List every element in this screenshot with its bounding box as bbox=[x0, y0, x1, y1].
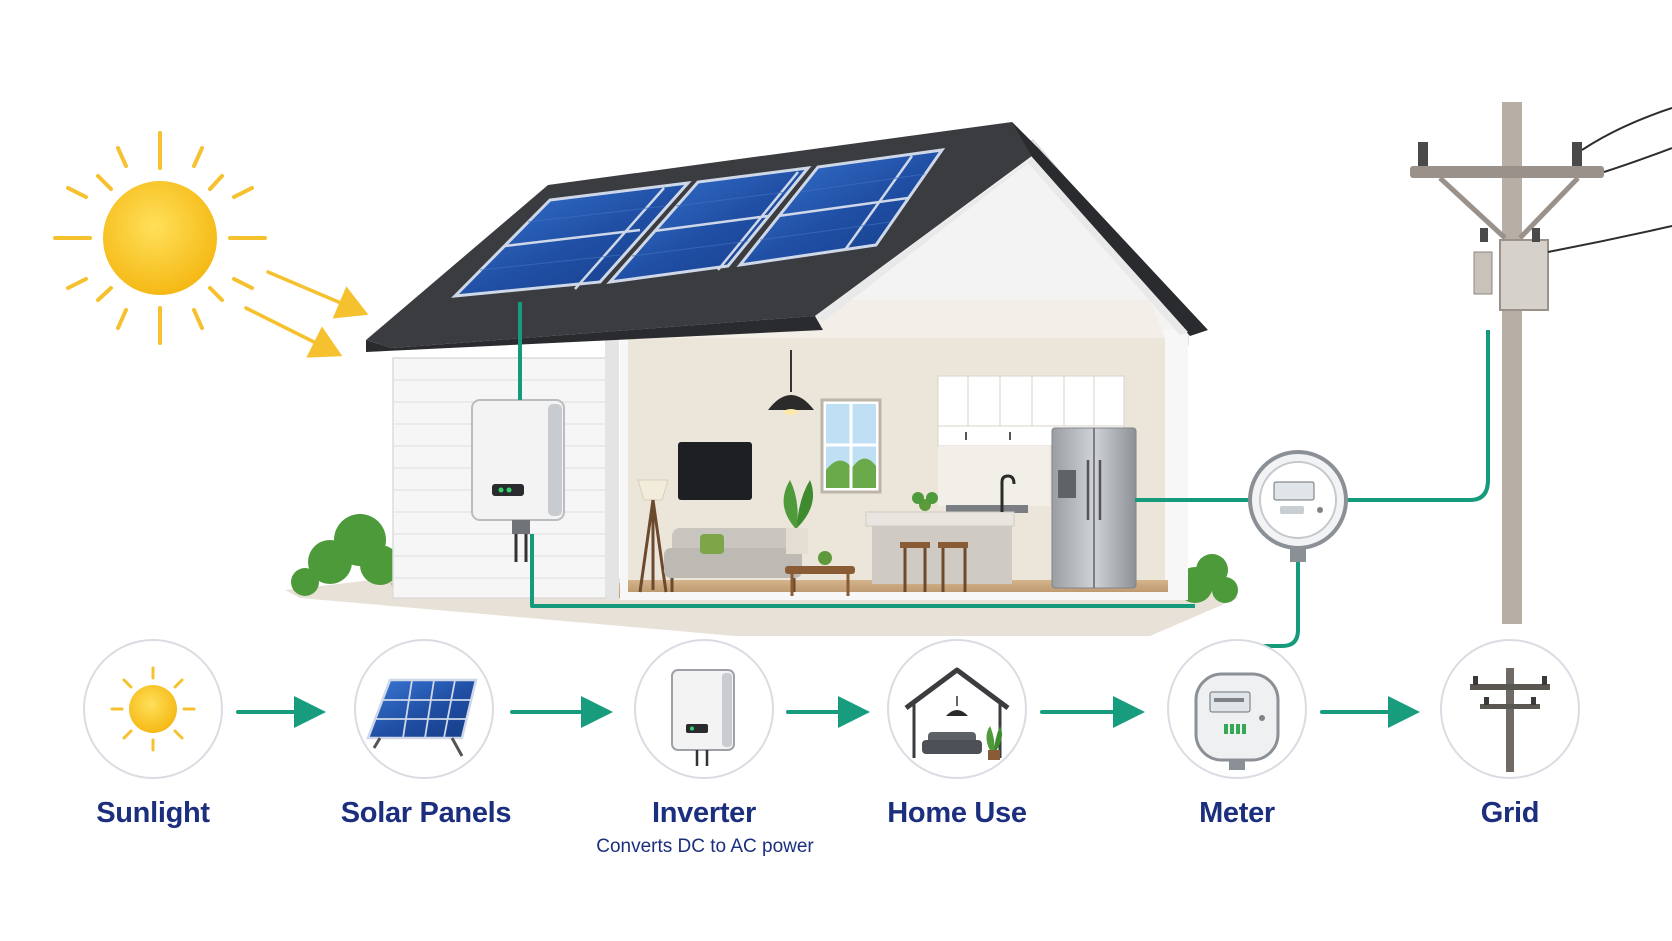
home-icon bbox=[904, 667, 1010, 760]
step-label-meter: Meter bbox=[1199, 797, 1275, 829]
utility-pole-icon bbox=[1470, 668, 1550, 772]
solar-panel-icon bbox=[366, 678, 478, 757]
refrigerator bbox=[1051, 427, 1137, 589]
flow-steps bbox=[83, 639, 1580, 779]
meter-icon bbox=[1194, 672, 1280, 770]
floor-lamp bbox=[637, 479, 669, 593]
step-circle-sunlight bbox=[83, 639, 223, 779]
electric-meter-large bbox=[1248, 450, 1348, 562]
step-label-grid: Grid bbox=[1480, 797, 1540, 829]
step-circle-solar-panels bbox=[354, 639, 494, 779]
house-illustration bbox=[285, 122, 1250, 636]
step-circle-home-use bbox=[887, 639, 1027, 779]
step-sublabel-inverter: Converts DC to AC power bbox=[596, 836, 814, 857]
window bbox=[820, 398, 882, 494]
sun-ray-arrows bbox=[244, 270, 369, 358]
sun-large-icon bbox=[53, 131, 267, 345]
tv bbox=[678, 442, 752, 500]
step-label-inverter: Inverter bbox=[652, 797, 756, 829]
pendant-lamp bbox=[768, 350, 814, 415]
sofa bbox=[664, 528, 802, 592]
roof-solar-array bbox=[451, 148, 946, 298]
step-circle-inverter bbox=[634, 639, 774, 779]
step-label-solar-panels: Solar Panels bbox=[340, 797, 512, 829]
bush-left bbox=[291, 514, 400, 596]
wiring bbox=[518, 302, 1490, 648]
utility-pole-large bbox=[1410, 102, 1672, 624]
step-circle-meter bbox=[1167, 639, 1307, 779]
wall-inverter bbox=[471, 399, 565, 562]
plant bbox=[783, 480, 814, 554]
inverter-icon bbox=[671, 669, 735, 766]
sun-icon bbox=[110, 666, 196, 752]
coffee-table bbox=[785, 551, 855, 596]
step-circle-grid bbox=[1440, 639, 1580, 779]
step-label-home-use: Home Use bbox=[887, 797, 1027, 829]
kitchen bbox=[865, 375, 1125, 592]
step-label-sunlight: Sunlight bbox=[96, 797, 210, 829]
